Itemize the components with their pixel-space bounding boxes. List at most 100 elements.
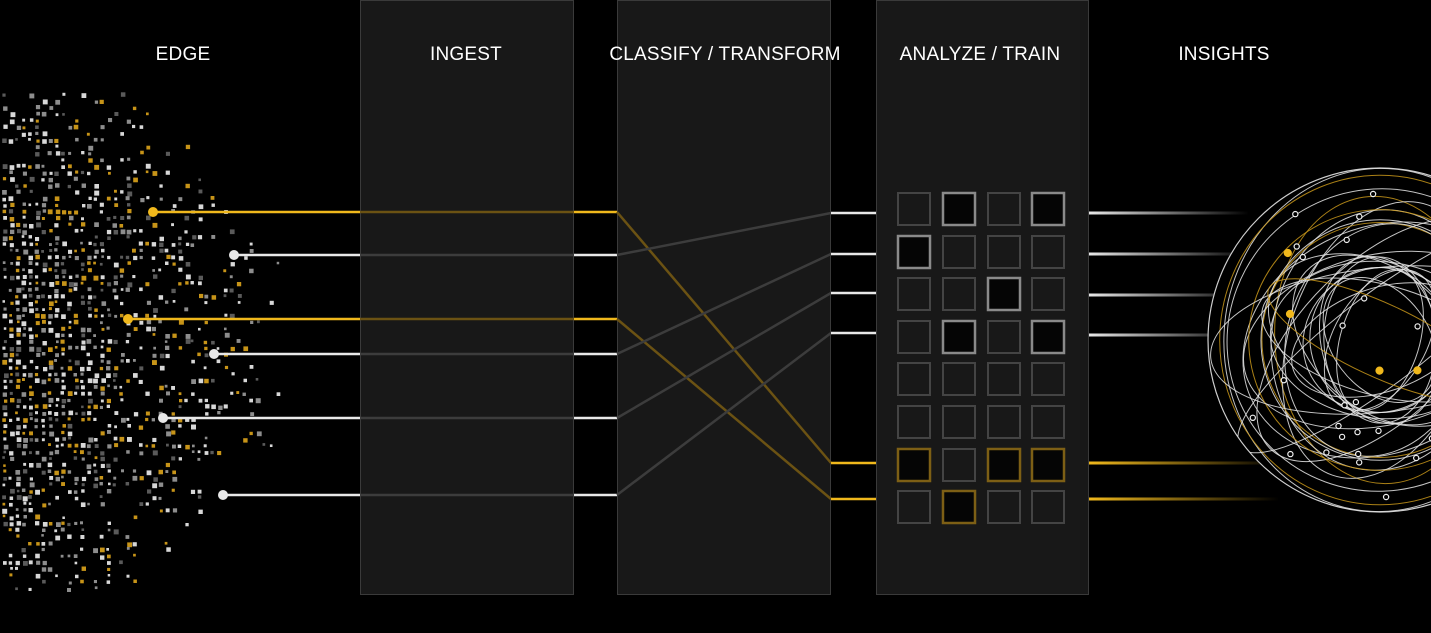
data-dot xyxy=(9,379,13,384)
data-dot xyxy=(74,391,78,395)
data-dot xyxy=(74,476,79,482)
data-dot xyxy=(47,151,52,156)
data-dot xyxy=(68,288,73,293)
data-dot xyxy=(43,367,48,372)
data-dot xyxy=(107,384,110,388)
data-dot xyxy=(81,275,87,281)
data-dot xyxy=(56,215,61,221)
data-dot xyxy=(62,241,67,247)
data-dot xyxy=(47,209,53,215)
data-dot xyxy=(35,105,41,110)
data-dot xyxy=(36,222,42,228)
data-dot xyxy=(62,92,66,96)
data-dot xyxy=(99,405,103,409)
data-dot xyxy=(10,275,15,281)
data-dot xyxy=(204,346,208,351)
data-dot xyxy=(48,404,52,407)
data-dot xyxy=(29,224,34,229)
data-dot xyxy=(48,267,52,272)
data-dot xyxy=(165,170,170,175)
data-dot xyxy=(2,514,6,518)
data-dot xyxy=(15,184,19,188)
data-dot xyxy=(21,241,27,246)
data-dot xyxy=(152,222,158,228)
data-dot xyxy=(88,158,93,163)
data-dot xyxy=(49,249,53,252)
data-dot xyxy=(190,489,196,494)
data-dot xyxy=(49,365,54,370)
data-dot xyxy=(81,222,86,227)
data-dot xyxy=(9,333,14,338)
stage-label-analyze: ANALYZE / TRAIN xyxy=(899,44,1061,65)
data-dot xyxy=(139,443,143,447)
data-dot xyxy=(125,287,130,292)
data-dot xyxy=(35,450,40,455)
data-dot xyxy=(49,301,54,307)
data-dot xyxy=(16,437,22,442)
data-dot xyxy=(198,275,203,281)
data-dot xyxy=(93,483,98,489)
data-dot xyxy=(153,314,157,318)
data-dot xyxy=(8,476,12,480)
data-dot xyxy=(178,242,182,246)
data-dot xyxy=(42,319,46,324)
data-dot xyxy=(16,189,21,194)
data-dot xyxy=(203,366,207,370)
data-dot xyxy=(9,451,14,456)
data-dot xyxy=(127,203,131,207)
globe-node xyxy=(1339,322,1346,329)
data-dot xyxy=(28,261,33,265)
data-dot xyxy=(153,346,156,350)
data-dot xyxy=(120,274,124,278)
data-dot xyxy=(3,267,7,271)
data-dot xyxy=(29,385,32,389)
data-dot xyxy=(62,516,65,519)
data-dot xyxy=(101,301,107,306)
data-dot xyxy=(9,119,15,125)
data-dot xyxy=(81,183,86,188)
globe-node xyxy=(1355,459,1363,466)
data-dot xyxy=(23,561,28,566)
classify-flow-line xyxy=(616,252,832,356)
globe-node xyxy=(1249,414,1257,421)
data-dot xyxy=(236,282,242,287)
data-dot xyxy=(41,352,46,356)
data-dot xyxy=(36,111,40,116)
data-dot xyxy=(138,241,143,246)
data-dot xyxy=(100,282,104,285)
data-dot xyxy=(41,217,45,220)
data-dot xyxy=(15,470,21,475)
data-dot xyxy=(56,522,61,527)
data-dot xyxy=(60,391,64,395)
data-dot xyxy=(145,313,149,318)
data-dot xyxy=(120,190,124,194)
data-dot xyxy=(49,171,53,175)
data-dot xyxy=(22,333,26,337)
data-dot xyxy=(41,392,47,398)
data-dot xyxy=(73,124,79,130)
data-dot xyxy=(55,444,59,448)
data-dot xyxy=(16,417,20,421)
data-dot xyxy=(68,282,74,287)
data-dot xyxy=(60,339,65,344)
data-dot xyxy=(106,326,110,330)
data-dot xyxy=(16,275,20,280)
data-dot xyxy=(113,457,118,462)
insight-flow-line xyxy=(1089,333,1249,337)
data-dot xyxy=(101,378,106,383)
data-dot xyxy=(29,405,33,410)
data-dot xyxy=(10,431,15,437)
data-dot xyxy=(47,255,52,260)
data-dot xyxy=(179,399,183,403)
data-dot xyxy=(62,113,65,116)
data-dot xyxy=(22,275,27,279)
data-dot xyxy=(93,334,96,337)
data-dot xyxy=(146,215,151,221)
data-dot xyxy=(8,358,13,363)
data-dot xyxy=(22,230,27,235)
data-dot xyxy=(204,320,208,325)
matrix-cell xyxy=(1031,362,1065,396)
data-dot xyxy=(22,171,27,176)
data-dot xyxy=(68,326,72,329)
